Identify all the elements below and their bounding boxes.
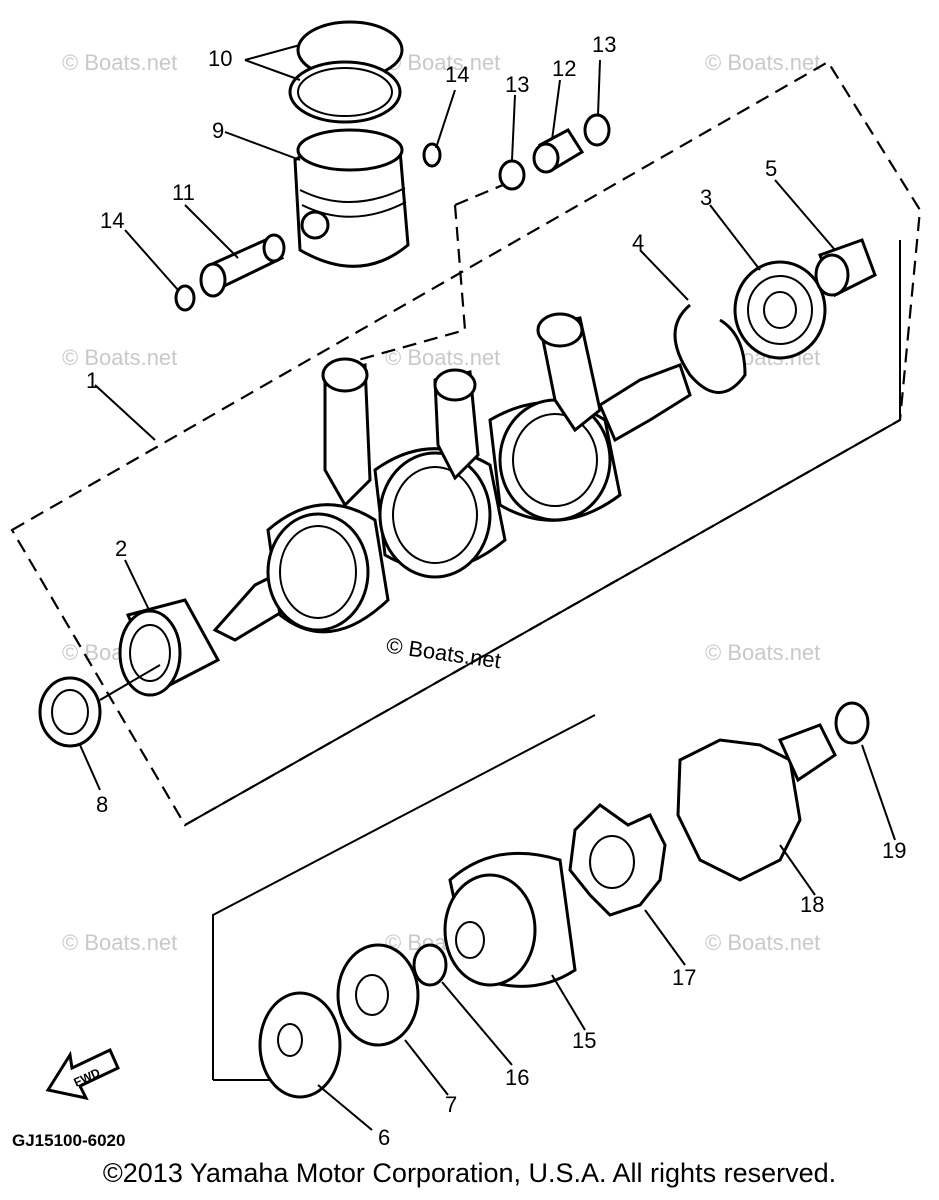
- part-label: 15: [572, 1028, 596, 1053]
- watermark: © Boats.net: [62, 345, 177, 370]
- thrust-washer: [498, 159, 526, 191]
- o-ring-16: [412, 943, 448, 987]
- part-label: 12: [552, 56, 576, 81]
- part-label: 18: [800, 892, 824, 917]
- part-label: 10: [208, 46, 232, 71]
- copyright-footer: ©2013 Yamaha Motor Corporation, U.S.A. A…: [102, 1158, 837, 1188]
- coupling-group-outline: [184, 240, 901, 1081]
- watermark: © Boats.net: [705, 50, 820, 75]
- part-label: 9: [212, 118, 224, 143]
- watermark: © Boats.net: [705, 930, 820, 955]
- circlip: [174, 284, 196, 312]
- part-number-labels: 10 9 11 14 14 13 12 13 3 5 4 1 2 8 6 7 1…: [86, 32, 906, 1150]
- part-label: 1: [86, 368, 98, 393]
- part-label: 14: [445, 62, 469, 87]
- watermark: © Boats.net: [385, 345, 500, 370]
- shaft-centerline: [99, 664, 161, 701]
- crankshaft-assembly-boundary: [10, 60, 922, 827]
- part-label: 13: [592, 32, 616, 57]
- part-label: 3: [700, 185, 712, 210]
- piston: [293, 128, 410, 268]
- oil-seal: [38, 676, 102, 748]
- part-label: 16: [505, 1065, 529, 1090]
- snap-ring: [673, 303, 747, 394]
- watermark: © Boats.net: [705, 640, 820, 665]
- coupling-15: [443, 851, 577, 988]
- washer-7: [336, 943, 420, 1047]
- drawing-code: GJ15100-6020: [12, 1131, 125, 1150]
- small-end-bearing: [532, 128, 585, 174]
- watermark: © Boats.net: [62, 50, 177, 75]
- main-bearing-left: [118, 598, 221, 697]
- thrust-washer: [583, 113, 611, 147]
- watermark: © Boats.net: [62, 930, 177, 955]
- center-watermark: © Boats.net: [385, 633, 503, 674]
- part-label: 4: [632, 230, 644, 255]
- part-label: 6: [378, 1125, 390, 1150]
- coupling-18: [676, 723, 837, 882]
- exploded-parts-diagram: © Boats.net © Boats.net © Boats.net © Bo…: [10, 20, 922, 1150]
- piston-pin: [199, 233, 286, 298]
- main-bearing-right: [733, 260, 827, 360]
- part-label: 2: [115, 536, 127, 561]
- oil-seal-6: [258, 991, 342, 1099]
- piston-rings: [288, 20, 404, 124]
- damper-17: [568, 803, 667, 917]
- o-ring-19: [834, 701, 870, 745]
- forward-direction-arrow: FWD: [45, 1047, 120, 1101]
- part-label: 7: [445, 1092, 457, 1117]
- crankshaft: [212, 312, 692, 642]
- part-label: 8: [96, 792, 108, 817]
- part-label: 11: [172, 180, 195, 205]
- part-label: 19: [882, 838, 906, 863]
- part-label: 5: [765, 156, 777, 181]
- part-label: 14: [100, 208, 124, 233]
- collar: [814, 238, 877, 298]
- leader-lines: [79, 44, 896, 1131]
- part-label: 13: [505, 72, 529, 97]
- part-label: 17: [672, 965, 696, 990]
- watermark: © Boats.net: [385, 50, 500, 75]
- circlip: [422, 142, 442, 168]
